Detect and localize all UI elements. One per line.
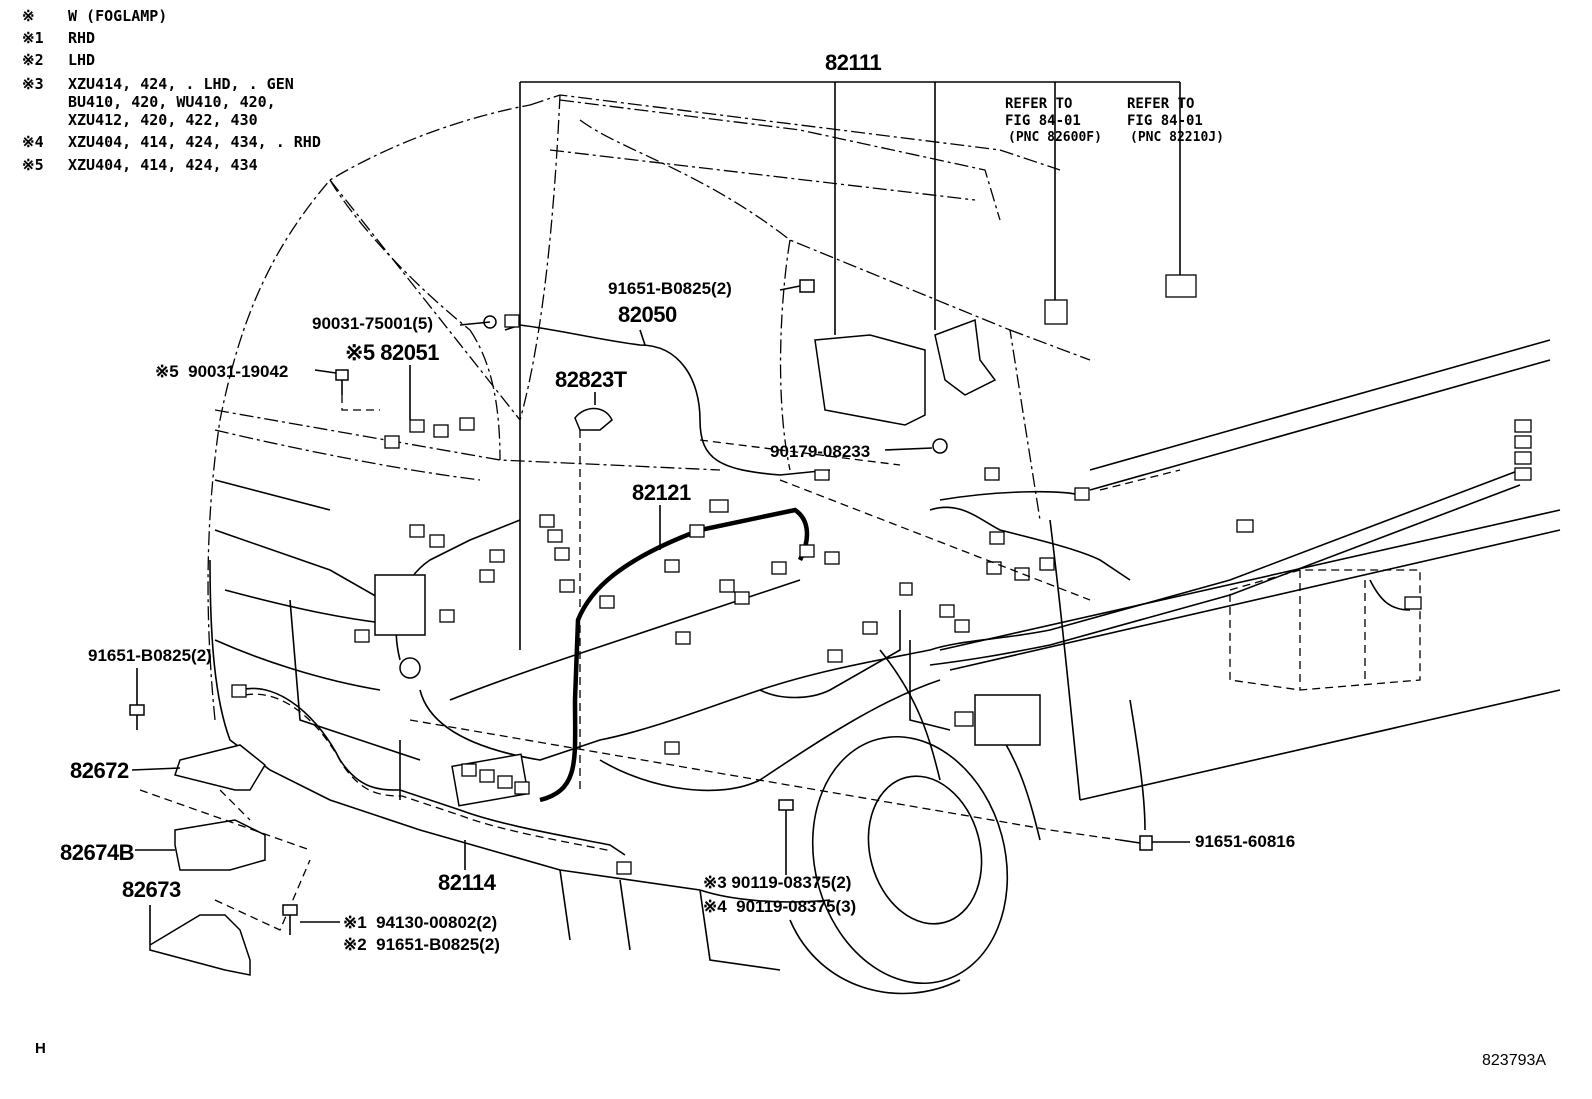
legend-mark-2: ※2 xyxy=(22,51,44,69)
legend-text-4: BU410, 420, WU410, 420, xyxy=(68,93,276,111)
relay-block xyxy=(374,574,530,807)
bolt-94130-00802: ※1 94130-00802(2) xyxy=(343,913,498,932)
part-82674B: 82674B xyxy=(60,840,135,865)
ref1-line2: FIG 84-01 xyxy=(1005,113,1081,129)
ref1-line1: REFER TO xyxy=(1005,96,1073,112)
part-82823T: 82823T xyxy=(555,367,627,392)
bolt-91651-60816: 91651-60816 xyxy=(1195,832,1296,851)
terminal-block-right xyxy=(954,694,1041,746)
bolt-90031-19042: ※5 90031-19042 xyxy=(155,362,289,381)
chassis-outline xyxy=(209,339,1561,971)
legend-text-2: LHD xyxy=(68,51,96,69)
bolt-90031-75001: 90031-75001(5) xyxy=(312,314,433,333)
front-wheel xyxy=(789,735,1009,995)
ref2-line3: (PNC 82210J) xyxy=(1130,130,1224,145)
ref1-line3: (PNC 82600F) xyxy=(1008,130,1102,145)
cab-outline xyxy=(207,94,1091,721)
legend-text-5: XZU412, 420, 422, 430 xyxy=(68,111,258,129)
legend-mark-1: ※1 xyxy=(22,29,44,47)
ref2-line1: REFER TO xyxy=(1127,96,1195,112)
legend-text-3: XZU414, 424, . LHD, . GEN xyxy=(68,75,294,93)
legend-mark-6: ※4 xyxy=(22,133,44,151)
harness-82114 xyxy=(239,687,626,856)
part-82673: 82673 xyxy=(122,877,181,902)
ref2-line2: FIG 84-01 xyxy=(1127,113,1203,129)
legend-text-0: W (FOGLAMP) xyxy=(68,7,168,25)
bracket-parts xyxy=(139,744,311,976)
bolt-91651-b0825-bottom: ※2 91651-B0825(2) xyxy=(343,935,500,954)
figure-code: 823793A xyxy=(1482,1052,1547,1069)
part-82114: 82114 xyxy=(438,870,496,895)
bolt-90119-08375-x3: ※3 90119-08375(2) xyxy=(703,873,852,892)
bolt-90179-08233: 90179-08233 xyxy=(770,442,871,461)
leader-lines xyxy=(131,81,1190,945)
legend-text-6: XZU404, 414, 424, 434, . RHD xyxy=(68,133,321,151)
legend-text-1: RHD xyxy=(68,29,96,47)
harness-82121 xyxy=(395,324,1521,803)
bolt-90119-08375-x4: ※4 90119-08375(3) xyxy=(703,897,857,916)
bolt-91651-b0825-top: 91651-B0825(2) xyxy=(608,279,732,298)
corner-mark-h: H xyxy=(35,1040,46,1057)
legend-mark-3: ※3 xyxy=(22,75,44,93)
battery-outline xyxy=(1229,569,1421,691)
part-82050: 82050 xyxy=(618,302,677,327)
part-82672: 82672 xyxy=(70,758,129,783)
legend-mark-7: ※5 xyxy=(22,156,44,174)
part-82121: 82121 xyxy=(632,480,691,505)
part-82111: 82111 xyxy=(825,50,882,75)
part-82051: ※5 82051 xyxy=(345,340,439,365)
ecu-82111 xyxy=(814,318,997,426)
legend-mark-0: ※ xyxy=(22,7,35,25)
legend-text-7: XZU404, 414, 424, 434 xyxy=(68,156,258,174)
bolt-91651-b0825-left: 91651-B0825(2) xyxy=(88,646,212,665)
connectors xyxy=(231,274,1532,875)
